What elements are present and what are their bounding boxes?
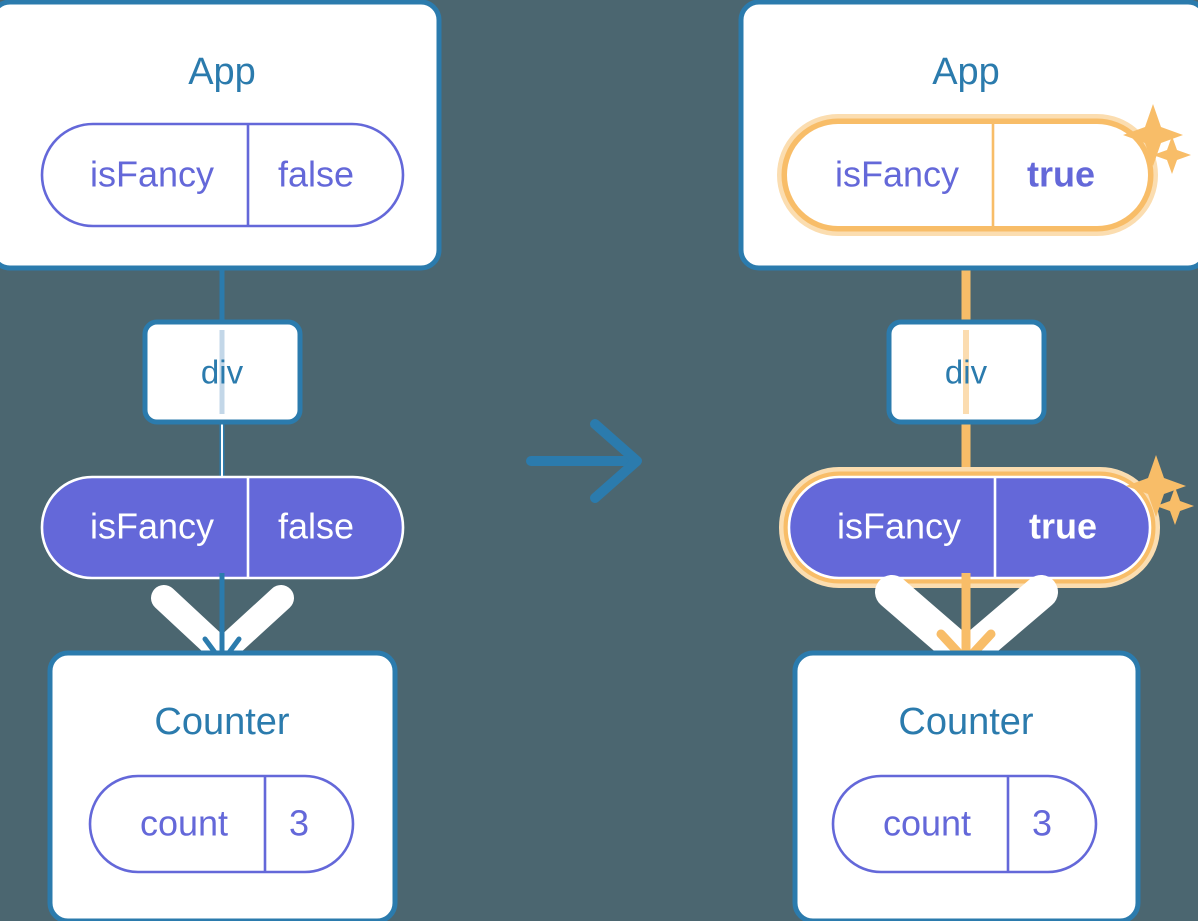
sparkle-large-icon-app: [1123, 104, 1183, 166]
panel-after: App isFancy true div: [738, 0, 1198, 921]
sparkle-small-icon-prop: [1156, 487, 1194, 525]
counter-title-before: Counter: [154, 701, 290, 743]
sparkle-small-icon-app: [1153, 136, 1191, 174]
counter-state-value-before: 3: [289, 803, 309, 844]
counter-state-pill-before: [88, 774, 355, 874]
prop-pill-value-after: true: [1029, 506, 1097, 547]
counter-state-value-after: 3: [1032, 803, 1052, 844]
div-label-before: div: [201, 354, 244, 391]
prop-pill-key-before: isFancy: [90, 506, 214, 547]
prop-pill-key-after: isFancy: [837, 506, 961, 547]
app-state-key-after: isFancy: [835, 154, 959, 195]
arrow-right-icon-head: [590, 419, 642, 503]
app-state-pill-before: [40, 122, 405, 228]
div-box-before: [142, 319, 303, 425]
app-state-value-before: false: [278, 154, 354, 195]
app-box-before: [0, 0, 442, 271]
div-box-after: [886, 319, 1047, 425]
app-state-value-after: true: [1027, 154, 1095, 195]
app-title-before: App: [188, 51, 256, 93]
transition-arrow: [526, 419, 642, 503]
app-state-key-before: isFancy: [90, 154, 214, 195]
panel-before: App isFancy false div isFancy false: [0, 0, 442, 921]
counter-box-before: [47, 650, 398, 921]
counter-state-pill-after: [831, 774, 1098, 874]
app-title-after: App: [932, 51, 1000, 93]
prop-pill-value-before: false: [278, 506, 354, 547]
sparkle-group-app-after: [1123, 104, 1191, 174]
app-state-pill-after: [787, 124, 1148, 226]
sparkle-group-prop-after: [1126, 455, 1194, 525]
sparkle-large-icon-prop: [1126, 455, 1186, 517]
counter-state-key-before: count: [140, 803, 228, 844]
counter-state-key-after: count: [883, 803, 971, 844]
counter-box-after: [792, 650, 1141, 921]
counter-title-after: Counter: [898, 701, 1034, 743]
div-label-after: div: [945, 354, 988, 391]
app-box-after: [738, 0, 1198, 271]
